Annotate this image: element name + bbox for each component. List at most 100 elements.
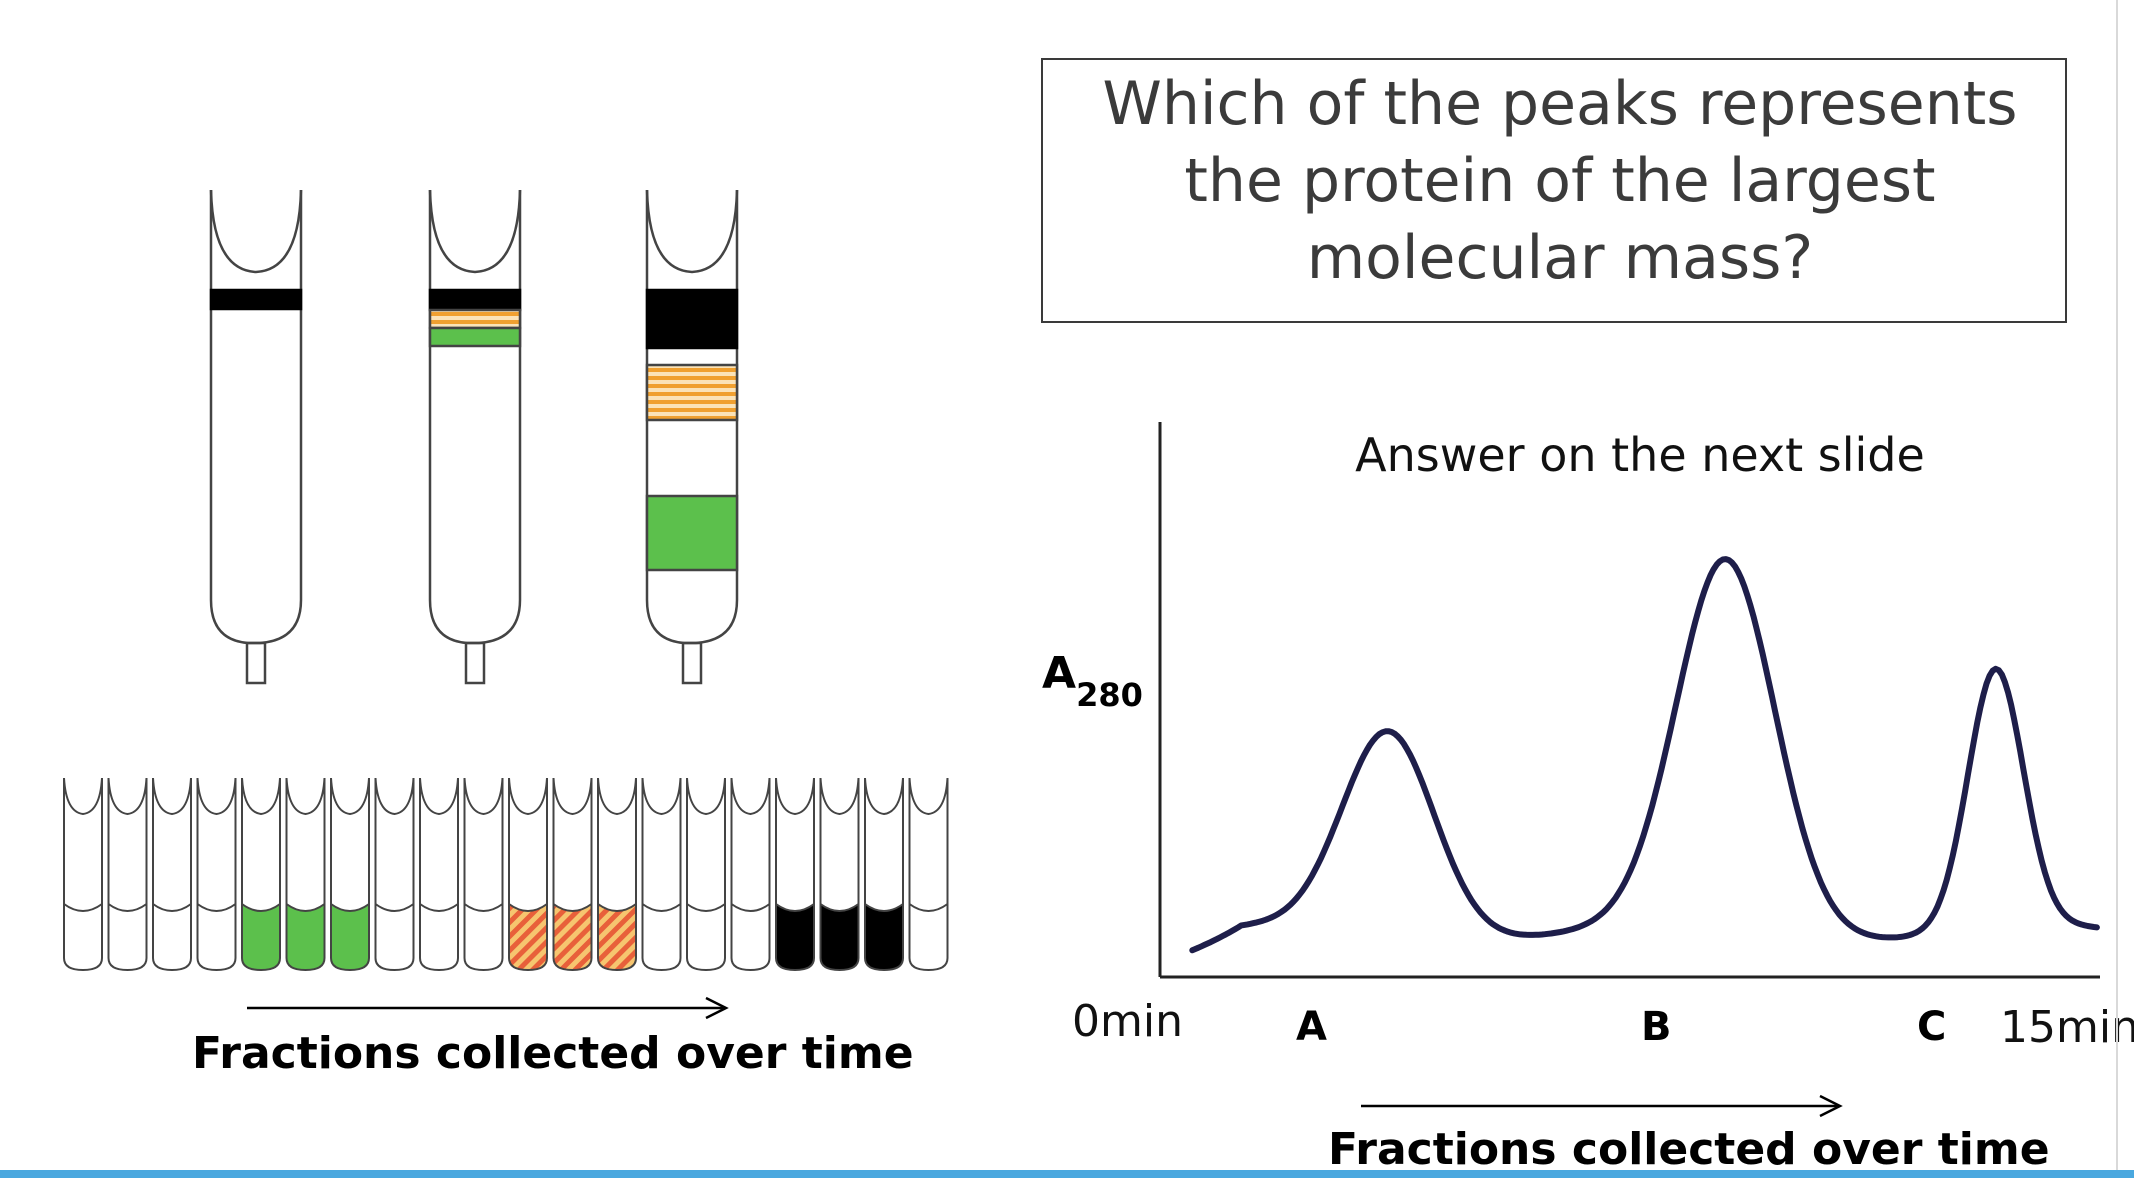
tube-meniscus [285, 903, 326, 912]
fraction-tube [641, 777, 682, 972]
column-1 [209, 189, 303, 685]
chart-axes [1158, 422, 2100, 979]
fraction-tube [775, 777, 815, 972]
fraction-tube [374, 777, 415, 972]
y-axis-label-subscript: 280 [1076, 676, 1143, 714]
fraction-tube [463, 777, 504, 972]
tube-rim [285, 777, 326, 816]
tube-meniscus [196, 903, 237, 912]
tube-meniscus [730, 903, 771, 912]
peak-label-c: C [1917, 1004, 1947, 1050]
tube-liquid [776, 904, 814, 970]
tube-rim [730, 777, 771, 816]
tube-outline [641, 778, 682, 972]
fraction-tube [552, 777, 593, 972]
tube-liquid [242, 904, 280, 970]
tube-outline [775, 778, 815, 972]
band-green [428, 326, 522, 348]
chromatogram-trace [1189, 556, 2100, 954]
fraction-tube [819, 777, 860, 972]
x-end-label: 15min [2000, 1002, 2134, 1053]
tube-meniscus [508, 903, 548, 912]
tube-meniscus [63, 903, 103, 912]
tube-rim [508, 777, 548, 816]
tube-outline [374, 778, 415, 972]
tube-outline [552, 778, 593, 972]
tube-meniscus [463, 903, 504, 912]
fraction-tube [63, 777, 103, 972]
fraction-tube [419, 777, 459, 972]
right-caption: Fractions collected over time [1328, 1124, 2050, 1175]
tube-meniscus [908, 903, 949, 912]
question-box [1041, 58, 2067, 323]
fraction-tube [508, 777, 548, 972]
fraction-tube [597, 777, 637, 972]
column-2 [428, 189, 522, 685]
peak-label-b: B [1641, 1004, 1672, 1050]
fraction-tubes [63, 777, 949, 972]
fraction-tube [196, 777, 237, 972]
tube-meniscus [152, 903, 192, 912]
band-green [645, 494, 739, 572]
tube-meniscus [330, 903, 370, 912]
tube-rim [374, 777, 415, 816]
tube-liquid [286, 904, 325, 970]
tube-rim [463, 777, 504, 816]
tube-rim [775, 777, 815, 816]
tube-meniscus [241, 903, 281, 912]
tube-rim [152, 777, 192, 816]
tube-rim [63, 777, 103, 816]
tube-outline [63, 778, 103, 972]
fraction-tube [152, 777, 192, 972]
tube-outline [107, 778, 148, 972]
tube-rim [819, 777, 860, 816]
tube-rim [107, 777, 148, 816]
tube-meniscus [819, 903, 860, 912]
fraction-tube [730, 777, 771, 972]
band-black [645, 288, 739, 350]
tube-liquid [509, 904, 547, 970]
tube-outline [864, 778, 904, 972]
left-caption: Fractions collected over time [192, 1028, 914, 1079]
band-black [209, 288, 303, 311]
tube-outline [597, 778, 637, 972]
tube-outline [730, 778, 771, 972]
column-3 [645, 189, 739, 685]
left-time-arrow [247, 996, 729, 1020]
x-start-label: 0min [1072, 996, 1183, 1047]
tube-outline [463, 778, 504, 972]
tube-outline [908, 778, 949, 972]
tube-rim [641, 777, 682, 816]
question-text: Which of the peaks represents the protei… [1102, 69, 2018, 293]
tube-meniscus [641, 903, 682, 912]
tube-liquid [598, 904, 636, 970]
tube-rim [552, 777, 593, 816]
slide-bottom-bar [0, 1170, 2134, 1178]
fraction-tube [686, 777, 726, 972]
tube-rim [330, 777, 370, 816]
fraction-tube [864, 777, 904, 972]
tube-meniscus [775, 903, 815, 912]
tube-liquid [820, 904, 859, 970]
tube-liquid [331, 904, 369, 970]
band-orange [428, 308, 522, 330]
tube-meniscus [552, 903, 593, 912]
tube-meniscus [374, 903, 415, 912]
fraction-tube [285, 777, 326, 972]
tube-meniscus [597, 903, 637, 912]
tube-outline [686, 778, 726, 972]
tube-rim [908, 777, 949, 816]
tube-liquid [553, 904, 592, 970]
fraction-tube [107, 777, 148, 972]
tube-meniscus [419, 903, 459, 912]
tube-meniscus [864, 903, 904, 912]
fraction-tube [241, 777, 281, 972]
right-time-arrow [1361, 1094, 1843, 1118]
band-black [428, 288, 522, 312]
tube-rim [419, 777, 459, 816]
tube-meniscus [107, 903, 148, 912]
tube-outline [285, 778, 326, 972]
y-axis-label: A280 [1042, 648, 1143, 714]
tube-outline [508, 778, 548, 972]
